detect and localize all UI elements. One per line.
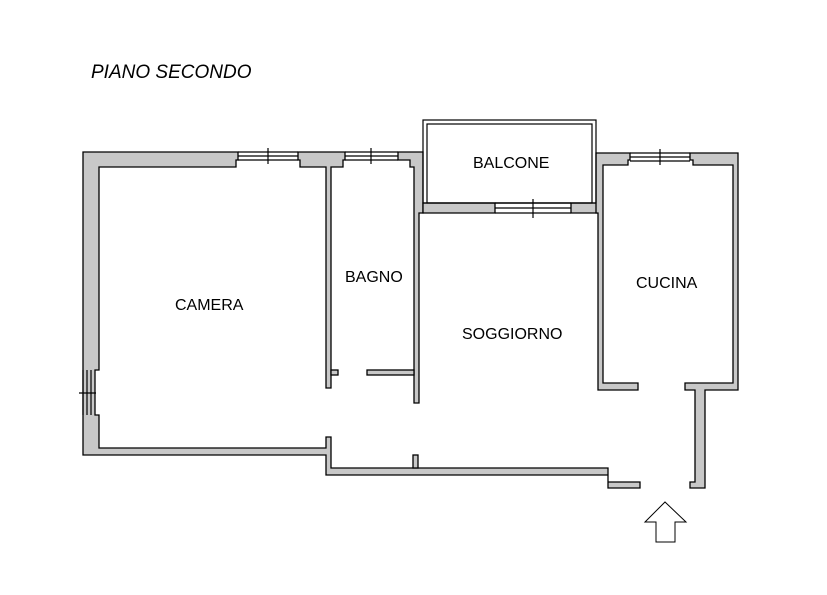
wall-stub <box>366 369 415 376</box>
wall-top-middle <box>297 151 346 389</box>
wall-cucina-right <box>684 152 739 489</box>
room-label-cucina: CUCINA <box>636 275 698 292</box>
window-soggiorno <box>495 199 571 218</box>
room-label-soggiorno: SOGGIORNO <box>462 326 562 343</box>
window-camera-side <box>79 370 96 415</box>
wall-cucina <box>595 152 639 391</box>
plan-title: PIANO SECONDO <box>91 62 252 83</box>
balcone-outline <box>422 119 597 204</box>
walls <box>82 151 739 489</box>
entrance-arrow-icon <box>643 501 688 543</box>
room-label-bagno: BAGNO <box>345 269 403 286</box>
room-label-camera: CAMERA <box>175 297 244 314</box>
wall-camera <box>82 151 641 489</box>
room-label-balcone: BALCONE <box>473 155 549 172</box>
wall-stub <box>412 454 419 469</box>
window-bagno <box>345 148 398 164</box>
window-cucina <box>630 149 690 165</box>
window-camera <box>238 148 298 164</box>
wall-stub <box>330 369 339 376</box>
wall-under-balcone <box>422 202 496 214</box>
